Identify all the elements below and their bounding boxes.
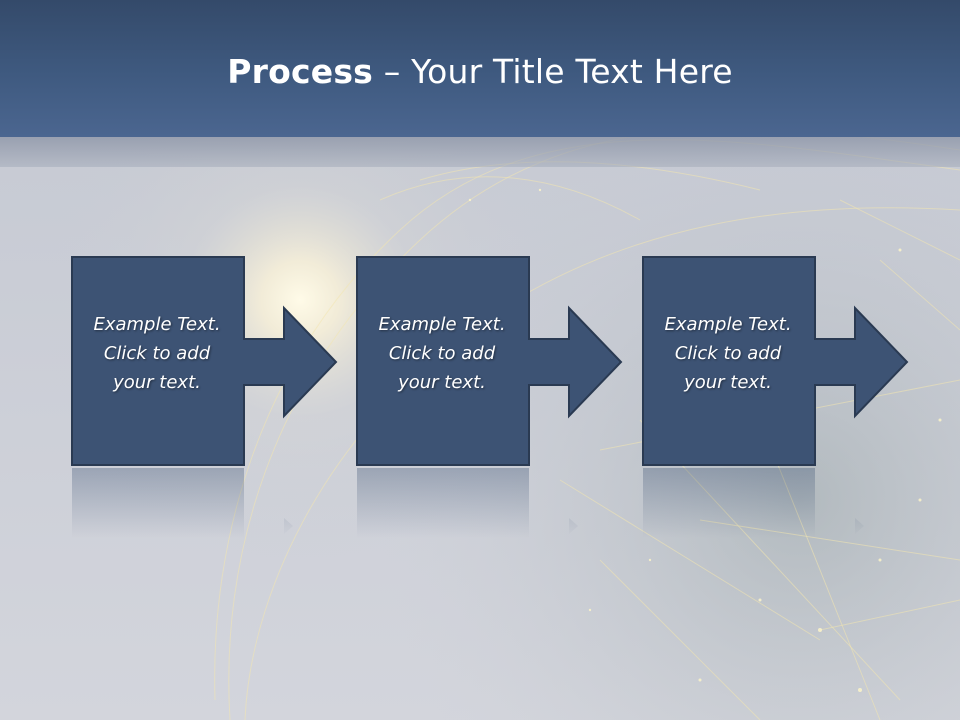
- step-1-arrow-shape: [71, 256, 338, 466]
- step-1-reflection: [72, 468, 293, 538]
- title-rest: – Your Title Text Here: [373, 52, 733, 91]
- process-step-1[interactable]: Example Text. Click to add your text.: [71, 256, 341, 468]
- slide-title[interactable]: Process – Your Title Text Here: [0, 52, 960, 91]
- step-3-arrow-shape: [642, 256, 909, 466]
- step-2-reflection: [357, 468, 578, 538]
- step-2-arrow-shape: [356, 256, 623, 466]
- process-step-2[interactable]: Example Text. Click to add your text.: [356, 256, 626, 468]
- process-step-3[interactable]: Example Text. Click to add your text.: [642, 256, 912, 468]
- step-2-text[interactable]: Example Text. Click to add your text.: [378, 314, 506, 393]
- title-bold: Process: [227, 52, 374, 91]
- step-1-text[interactable]: Example Text. Click to add your text.: [93, 314, 221, 393]
- header-subband: [0, 137, 960, 167]
- step-3-reflection: [643, 468, 864, 538]
- header-band: [0, 0, 960, 137]
- step-3-text[interactable]: Example Text. Click to add your text.: [664, 314, 792, 393]
